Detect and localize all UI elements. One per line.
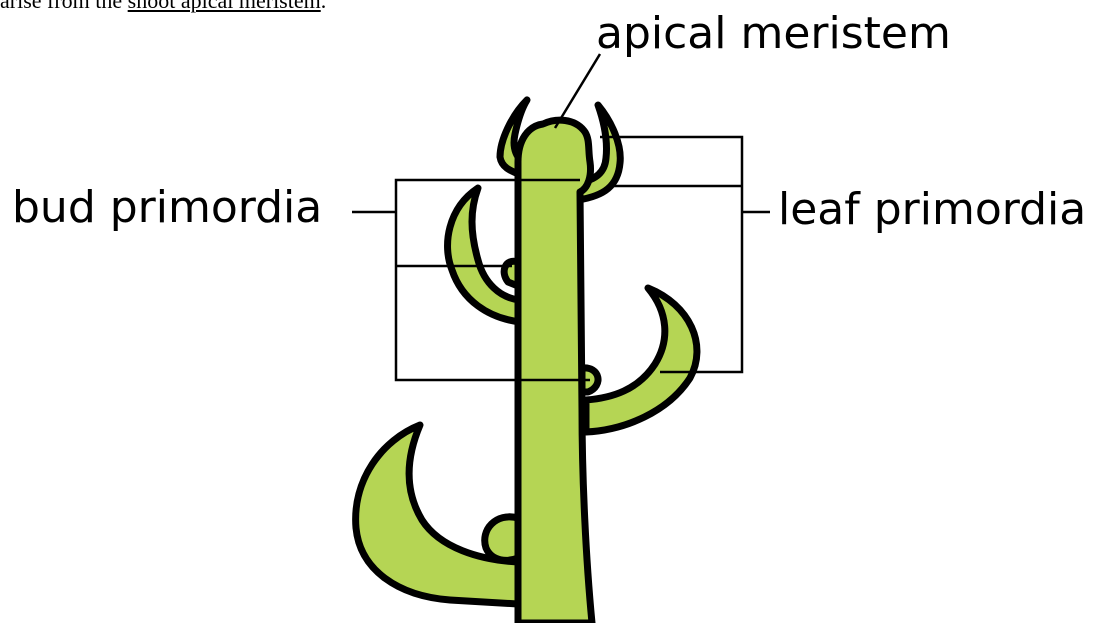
bottom-left-leaf [356, 425, 518, 604]
apical-meristem-label: apical meristem [596, 12, 951, 56]
leaf-primordia-label: leaf primordia [778, 188, 1086, 232]
lower-left-bud [485, 517, 518, 560]
middle-right-leaf-primordium [586, 288, 697, 432]
middle-left-leaf-primordium [448, 188, 520, 322]
apical-meristem-pointer [555, 54, 600, 128]
bud-primordia-label: bud primordia [12, 186, 322, 230]
